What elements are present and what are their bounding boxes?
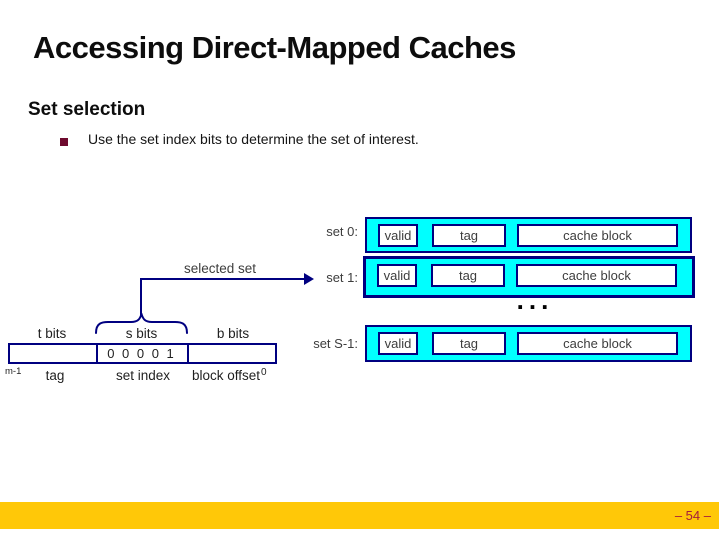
footer-bar: – 54 – xyxy=(0,502,719,529)
page-number: – 54 – xyxy=(674,508,711,523)
selected-set-arrow-line xyxy=(140,278,306,280)
tag-field: tag xyxy=(431,264,505,287)
tag-field: tag xyxy=(432,332,506,355)
section-heading: Set selection xyxy=(28,99,146,120)
block-offset-label: block offset0 xyxy=(192,367,267,383)
field-divider xyxy=(96,345,98,362)
cache-block-field: cache block xyxy=(517,332,678,355)
selected-set-label: selected set xyxy=(184,261,257,276)
valid-field: valid xyxy=(378,332,418,355)
cache-set-row-s1: valid tag cache block xyxy=(365,325,692,362)
cache-block-field: cache block xyxy=(516,264,677,287)
page-title: Accessing Direct-Mapped Caches xyxy=(33,30,516,65)
overbrace-icon xyxy=(95,313,188,334)
selected-set-arrow-head-icon xyxy=(304,273,314,285)
tag-field: tag xyxy=(432,224,506,247)
field-divider xyxy=(187,345,189,362)
bullet-square-icon xyxy=(60,138,68,146)
t-bits-label: t bits xyxy=(37,326,67,341)
rows-ellipsis: ... xyxy=(516,285,554,315)
cache-block-field: cache block xyxy=(517,224,678,247)
selected-set-connector-line xyxy=(140,278,142,316)
bit-position-m1: m-1 xyxy=(5,366,22,377)
address-bit-field-box xyxy=(8,343,277,364)
set-index-bits-value: 0 0 0 0 1 xyxy=(107,346,176,361)
set-s1-label: set S-1: xyxy=(313,336,358,351)
bullet-text: Use the set index bits to determine the … xyxy=(88,131,419,147)
cache-set-row-1-selected: valid tag cache block xyxy=(363,256,695,298)
s-bits-label: s bits xyxy=(125,326,158,341)
valid-field: valid xyxy=(377,264,417,287)
set-1-label: set 1: xyxy=(326,270,358,285)
bit-position-0: 0 xyxy=(261,367,267,378)
valid-field: valid xyxy=(378,224,418,247)
b-bits-label: b bits xyxy=(216,326,250,341)
set-index-label: set index xyxy=(115,368,171,383)
set-0-label: set 0: xyxy=(326,224,358,239)
tag-label: tag xyxy=(45,368,65,383)
cache-set-row-0: valid tag cache block xyxy=(365,217,692,253)
